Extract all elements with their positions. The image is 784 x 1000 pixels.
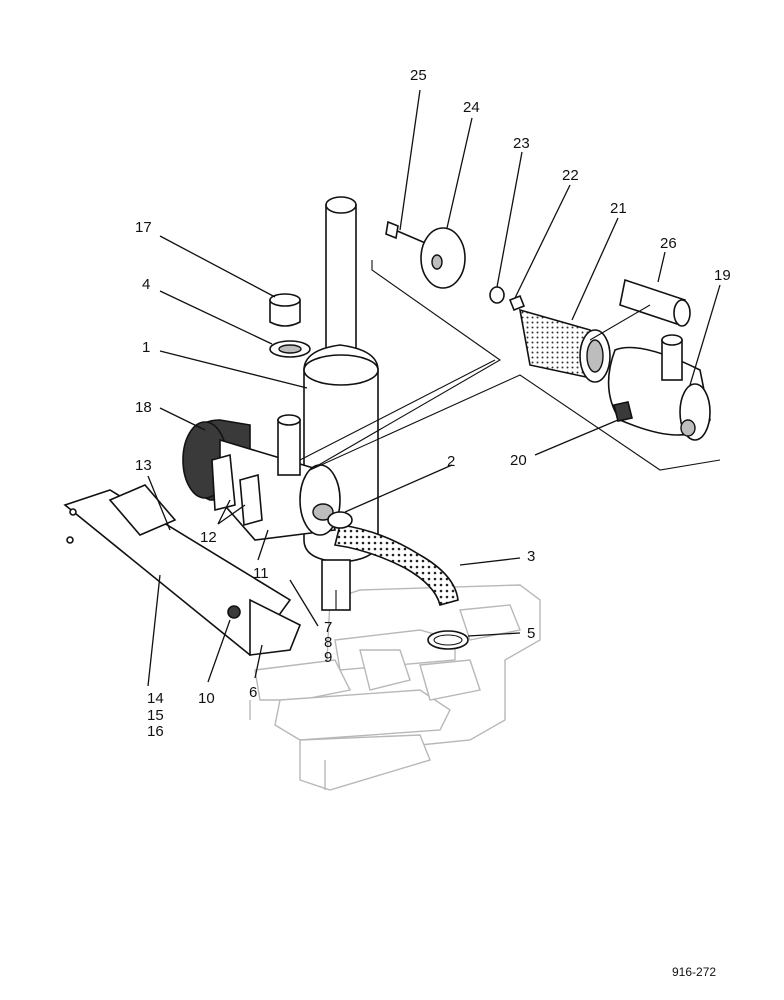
pre-cleaner-cap bbox=[269, 293, 301, 327]
air-cleaner-housing bbox=[607, 334, 711, 441]
filter-element bbox=[518, 308, 611, 383]
end-cover bbox=[420, 227, 466, 289]
exploded-view-guides bbox=[299, 260, 721, 471]
exhaust-stack bbox=[303, 196, 379, 611]
callout-15: 15 bbox=[147, 707, 164, 724]
callout-2: 2 bbox=[447, 453, 455, 470]
engine-block-outline bbox=[249, 584, 541, 791]
callout-24: 24 bbox=[463, 99, 480, 116]
small-washer bbox=[489, 286, 505, 304]
callout-7: 7 bbox=[324, 619, 332, 636]
callout-9: 9 bbox=[324, 649, 332, 666]
callout-labels: 25 24 23 22 21 26 19 17 4 1 18 2 20 13 1… bbox=[135, 67, 731, 740]
wing-nut bbox=[508, 294, 526, 312]
drawing-number: 916-272 bbox=[672, 965, 716, 979]
callout-10: 10 bbox=[198, 690, 215, 707]
callout-4: 4 bbox=[142, 276, 150, 293]
callout-17: 17 bbox=[135, 219, 152, 236]
inlet-tube bbox=[619, 278, 691, 327]
callout-8: 8 bbox=[324, 634, 332, 651]
callout-14: 14 bbox=[147, 690, 164, 707]
seal-ring bbox=[269, 340, 311, 358]
wing-bolt bbox=[385, 220, 431, 246]
callout-6: 6 bbox=[249, 684, 257, 701]
callout-11: 11 bbox=[253, 565, 269, 582]
callout-18: 18 bbox=[135, 399, 152, 416]
callout-23: 23 bbox=[513, 135, 530, 152]
callout-12: 12 bbox=[200, 529, 217, 546]
intake-hose bbox=[334, 524, 459, 606]
callout-25: 25 bbox=[410, 67, 427, 84]
callout-22: 22 bbox=[562, 167, 579, 184]
assembled-air-cleaner bbox=[182, 414, 341, 541]
callout-21: 21 bbox=[610, 200, 627, 217]
callout-20: 20 bbox=[510, 452, 527, 469]
mounting-bracket bbox=[63, 484, 302, 657]
hose-clamp-lower bbox=[427, 630, 469, 650]
callout-5: 5 bbox=[527, 625, 535, 642]
callout-1: 1 bbox=[142, 339, 150, 356]
leader-lines bbox=[147, 89, 721, 687]
callout-19: 19 bbox=[714, 267, 731, 284]
callout-3: 3 bbox=[527, 548, 535, 565]
hose-clamp-upper bbox=[327, 511, 353, 529]
callout-16: 16 bbox=[147, 723, 164, 740]
callout-13: 13 bbox=[135, 457, 152, 474]
callout-26: 26 bbox=[660, 235, 677, 252]
